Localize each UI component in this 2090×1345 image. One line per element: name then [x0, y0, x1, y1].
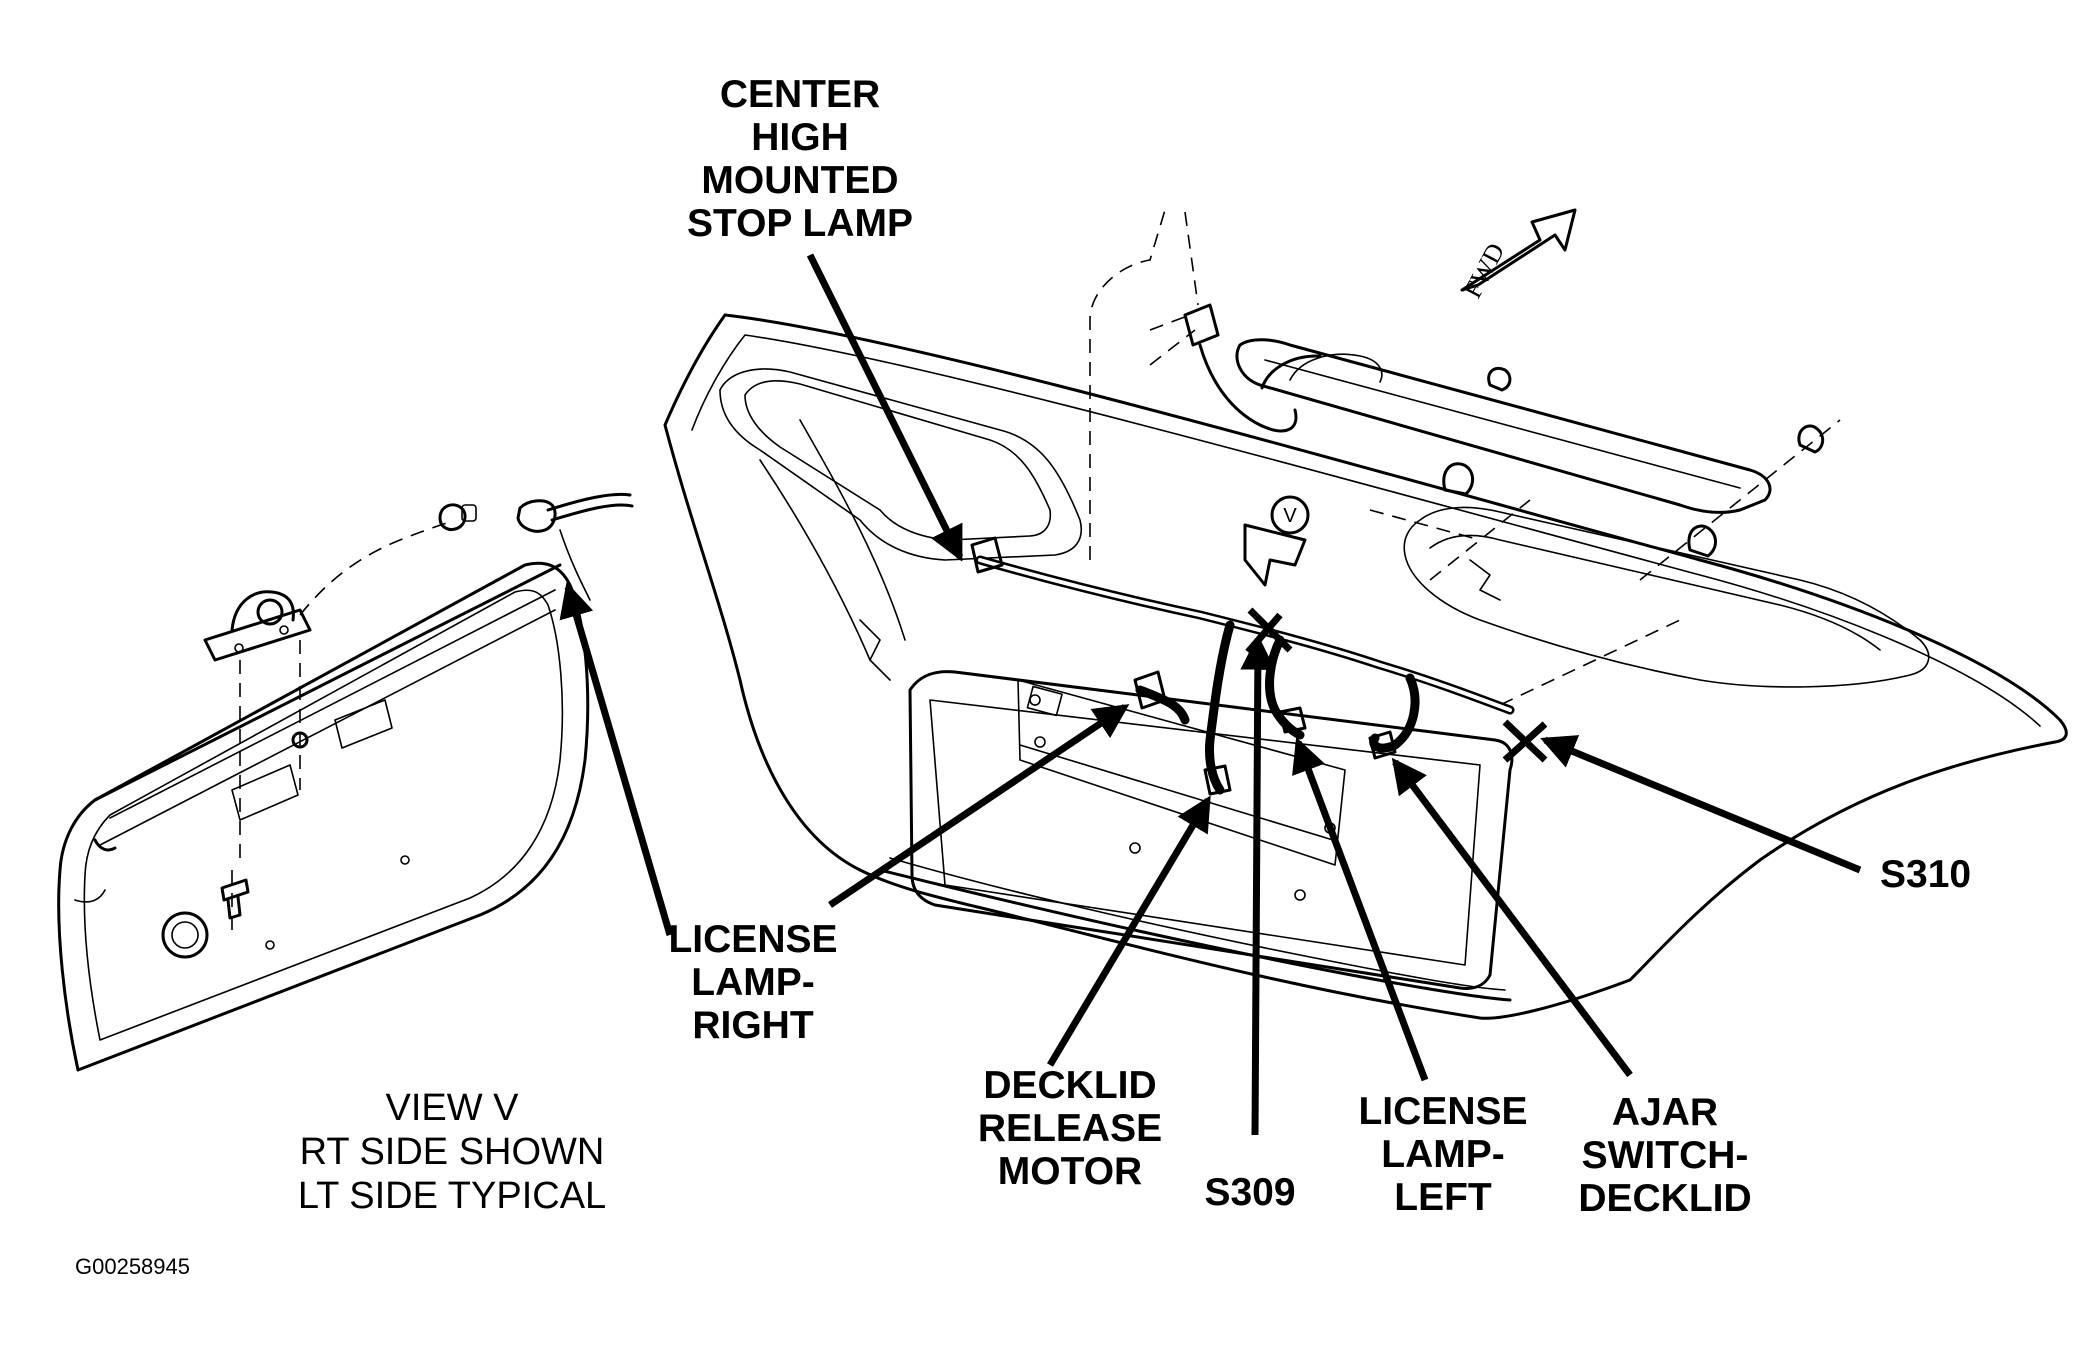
decklid-release-motor-line-2: RELEASE: [978, 1107, 1162, 1150]
ajar-switch-line-3: DECKLID: [1578, 1177, 1751, 1220]
label-license-lamp-left: LICENSE LAMP- LEFT: [1358, 1090, 1527, 1219]
license-lamp-right-line-3: RIGHT: [692, 1004, 814, 1047]
label-license-lamp-right: LICENSE LAMP- RIGHT: [668, 918, 837, 1047]
license-lamp-left-line-1: LICENSE: [1358, 1090, 1527, 1133]
chmsl-label-line-1: CENTER: [720, 73, 880, 116]
view-v-marker-label: V: [1283, 505, 1297, 527]
label-ajar-switch-decklid: AJAR SWITCH- DECKLID: [1578, 1091, 1751, 1220]
license-lamp-left-line-3: LEFT: [1394, 1176, 1492, 1219]
decklid-main-drawing: [663, 208, 2068, 1020]
chmsl-label-line-2: HIGH: [751, 116, 849, 159]
ajar-switch-line-1: AJAR: [1612, 1091, 1718, 1134]
view-v-inset-drawing: [57, 492, 674, 1072]
label-decklid-release-motor: DECKLID RELEASE MOTOR: [978, 1064, 1162, 1193]
ajar-switch-line-2: SWITCH-: [1582, 1134, 1749, 1177]
license-lamp-left-line-2: LAMP-: [1381, 1133, 1504, 1176]
label-center-high-mounted-stop-lamp: CENTER HIGH MOUNTED STOP LAMP: [687, 73, 913, 245]
label-s309: S309: [1204, 1171, 1295, 1214]
view-v-caption: VIEW V RT SIDE SHOWN LT SIDE TYPICAL: [298, 1087, 606, 1217]
view-caption-line-2: RT SIDE SHOWN: [300, 1131, 605, 1173]
label-s310: S310: [1880, 853, 1971, 896]
license-lamp-right-line-2: LAMP-: [691, 961, 814, 1004]
chmsl-label-line-4: STOP LAMP: [687, 202, 913, 245]
decklid-release-motor-line-1: DECKLID: [983, 1064, 1156, 1107]
view-caption-line-1: VIEW V: [385, 1087, 519, 1129]
leader-lines: [806, 253, 1862, 1136]
figure-code: G00258945: [75, 1254, 190, 1279]
license-lamp-right-line-1: LICENSE: [668, 918, 837, 961]
chmsl-label-line-3: MOUNTED: [701, 159, 898, 202]
view-caption-line-3: LT SIDE TYPICAL: [298, 1175, 606, 1217]
decklid-release-motor-line-3: MOTOR: [998, 1150, 1142, 1193]
